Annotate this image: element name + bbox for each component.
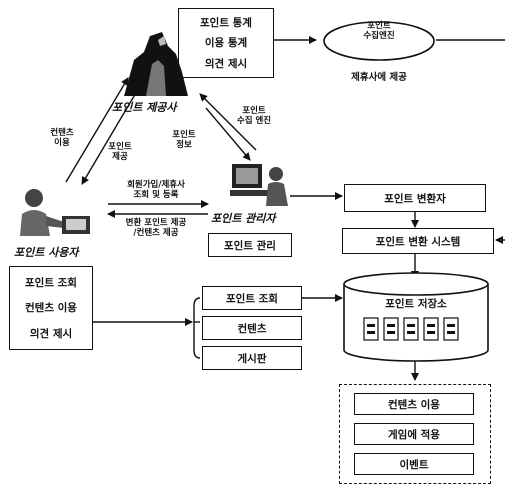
portal-item-point-lookup: 포인트 조회 xyxy=(202,286,302,310)
service-event: 이벤트 xyxy=(354,453,474,475)
provider-title: 포인트 제공사 xyxy=(112,99,177,115)
convert-system-box: 포인트 변환 시스템 xyxy=(342,228,494,254)
converter-box: 포인트 변환자 xyxy=(344,184,486,212)
user-title: 포인트 사용자 xyxy=(14,244,79,260)
service-game-apply: 게임에 적용 xyxy=(354,423,474,445)
store-title: 포인트 저장소 xyxy=(352,299,480,310)
user-figure-icon xyxy=(12,186,96,238)
user-menu-item-opinion: 의견 제시 xyxy=(30,326,72,341)
provider-menu-item-opinion: 의견 제시 xyxy=(205,56,247,71)
label-contents-use: 컨텐츠 이용 xyxy=(42,128,82,148)
label-convert-provide: 변환 포인트 제공 /컨텐츠 제공 xyxy=(106,218,206,238)
label-engine-to-manager: 포인트 수집 엔진 xyxy=(226,106,282,126)
label-point-provide: 포인트 제공 xyxy=(100,142,140,162)
service-contents-use: 컨텐츠 이용 xyxy=(354,393,474,415)
user-menu-item-point-lookup: 포인트 조회 xyxy=(25,275,77,290)
provider-menu-box: 포인트 통계 이용 통계 의견 제시 xyxy=(178,8,274,78)
point-store-cylinder xyxy=(342,272,490,364)
label-point-info: 포인트 정보 xyxy=(164,130,204,150)
provider-menu-item-stats: 포인트 통계 xyxy=(200,15,252,30)
manager-box: 포인트 관리 xyxy=(208,233,292,257)
engine-caption: 제휴사에 제공 xyxy=(334,72,424,83)
engine-name: 포인트 수집엔진 xyxy=(340,21,418,41)
manager-title: 포인트 관리자 xyxy=(211,210,276,226)
portal-item-board: 게시판 xyxy=(202,346,302,370)
label-register: 회원가입/제휴사 조회 및 등록 xyxy=(106,180,206,200)
user-menu-box: 포인트 조회 컨텐츠 이용 의견 제시 xyxy=(9,266,93,350)
manager-figure-icon xyxy=(228,160,292,208)
provider-menu-item-usage: 이용 통계 xyxy=(205,35,247,50)
user-menu-item-contents: 컨텐츠 이용 xyxy=(25,300,77,315)
provider-figure-icon xyxy=(120,30,190,98)
portal-item-contents: 컨텐츠 xyxy=(202,316,302,340)
